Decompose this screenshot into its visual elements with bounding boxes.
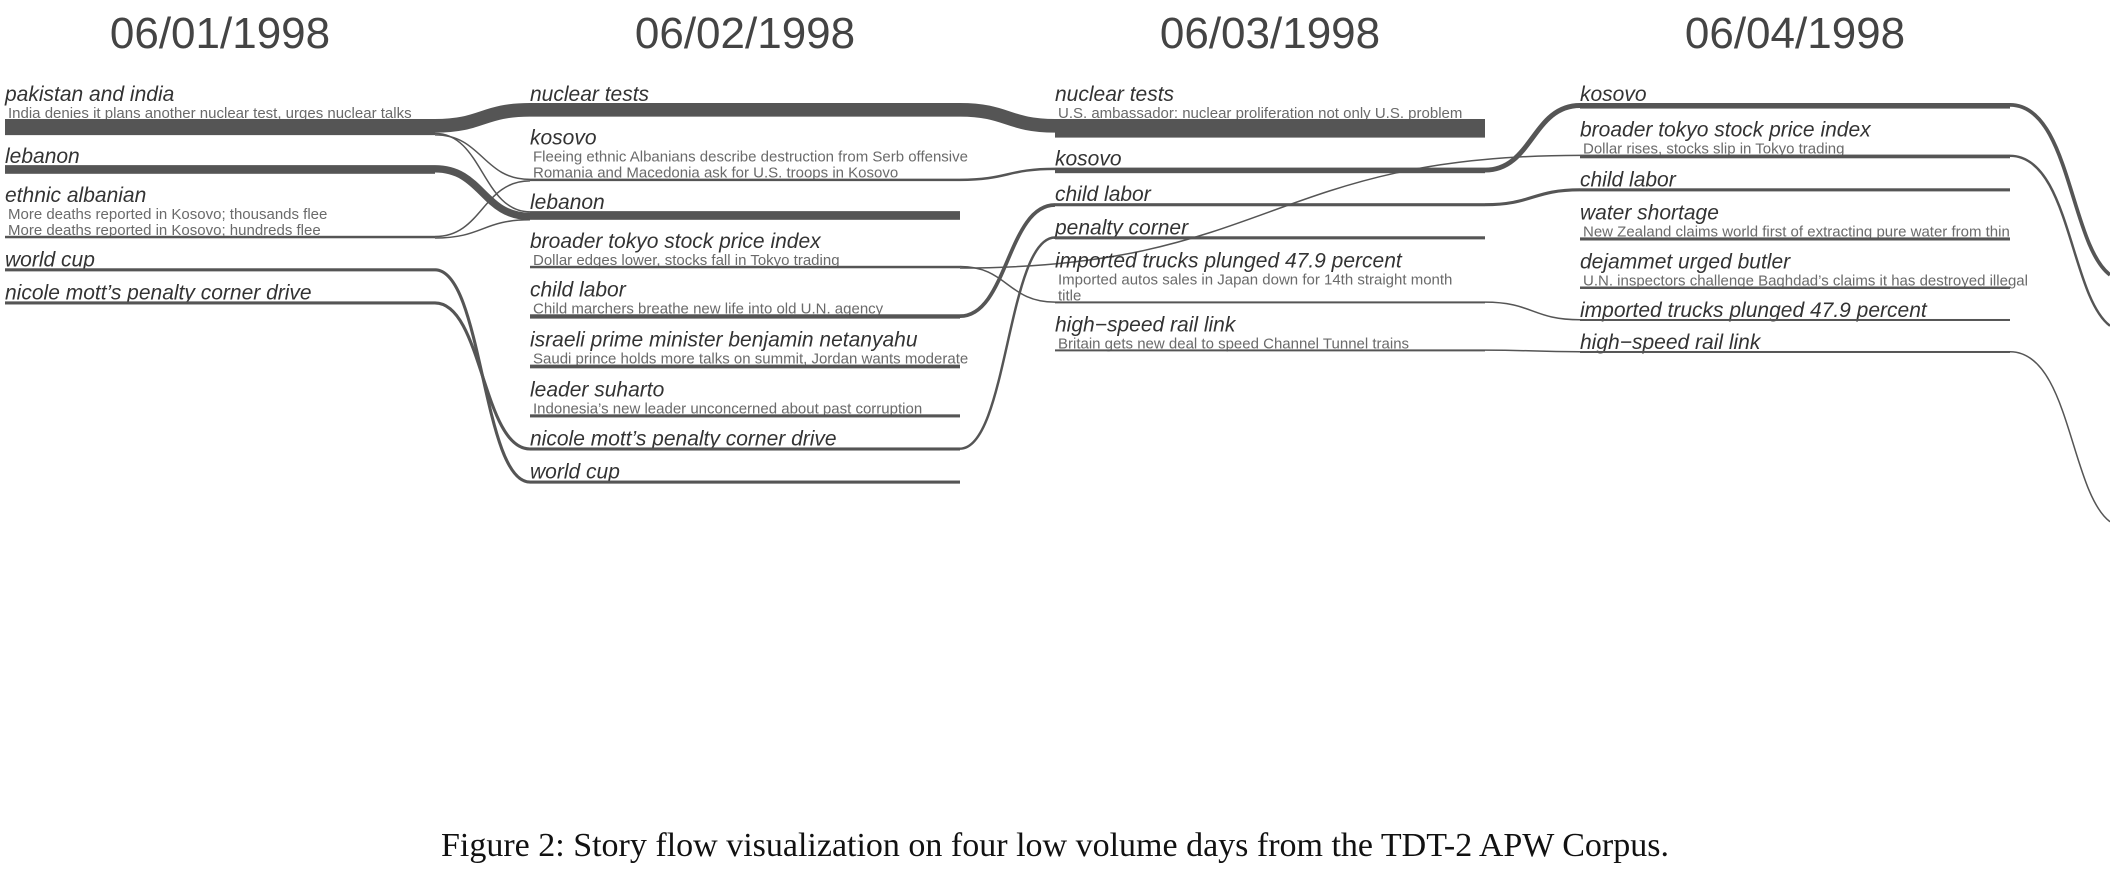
topic-bar — [1580, 154, 2010, 159]
headline-text: Fleeing ethnic Albanians describe destru… — [533, 149, 968, 166]
topic-bar — [5, 119, 435, 136]
headline-text: Child marchers breathe new life into old… — [533, 300, 884, 317]
topic-bar — [1580, 237, 2010, 241]
topic-label: high−speed rail link — [1580, 331, 1762, 354]
topic-label: leader suharto — [530, 378, 665, 401]
headline-text: India denies it plans another nuclear te… — [8, 105, 412, 122]
topic-label: penalty corner — [1054, 216, 1189, 239]
headline-text: Romania and Macedonia ask for U.S. troop… — [533, 165, 898, 182]
topic-bar — [530, 265, 960, 269]
flow-link — [1484, 301, 1581, 321]
flow-link — [959, 167, 1056, 182]
topic-label: lebanon — [530, 191, 605, 214]
topic-label: world cup — [530, 461, 620, 484]
flow-link — [959, 154, 1581, 269]
topic-bar — [1580, 103, 2010, 109]
topic-bar — [1055, 349, 1485, 352]
headline-text: Dollar edges lower, stocks fall in Tokyo… — [533, 252, 840, 269]
date-heading: 06/04/1998 — [1685, 9, 1905, 58]
topic-label: water shortage — [1580, 201, 1719, 224]
headline-text: Indonesia’s new leader unconcerned about… — [533, 400, 922, 417]
topic-bar — [1055, 203, 1485, 207]
topic-label: nuclear tests — [530, 83, 650, 106]
topic-bar — [530, 103, 960, 117]
topic-label: imported trucks plunged 47.9 percent — [1055, 249, 1403, 272]
topic-label: child labor — [1580, 168, 1677, 191]
topic-bar — [530, 364, 960, 369]
topic-label: dejammet urged butler — [1580, 251, 1791, 274]
flow-exit — [2009, 103, 2110, 277]
date-heading: 06/02/1998 — [635, 9, 855, 58]
topic-label: kosovo — [1055, 148, 1122, 171]
flow-exit — [2009, 350, 2110, 523]
topic-label: broader tokyo stock price index — [1580, 119, 1872, 142]
topic-label: nicole mott’s penalty corner drive — [530, 427, 837, 450]
topic-label: kosovo — [530, 127, 597, 150]
topic-bar — [5, 235, 435, 239]
flow-link — [959, 203, 1056, 318]
topic-bar — [1580, 286, 2010, 289]
headline-text: New Zealand claims world first of extrac… — [1583, 223, 2010, 240]
topic-label: ethnic albanian — [5, 184, 146, 207]
flow-links — [434, 103, 2110, 523]
flow-exit — [2009, 154, 2110, 327]
flow-link — [434, 103, 531, 133]
topic-label: broader tokyo stock price index — [530, 230, 822, 253]
flow-link — [434, 165, 531, 221]
headline-text: title — [1058, 287, 1081, 304]
topic-bar — [1055, 119, 1485, 138]
topic-bar — [1055, 236, 1485, 240]
topic-bar — [1580, 350, 2010, 353]
topic-bar — [1580, 318, 2010, 321]
topic-bar — [530, 480, 960, 484]
flow-link — [1484, 103, 1581, 173]
topic-bar — [530, 447, 960, 451]
flow-link — [434, 219, 531, 239]
headline-text: Saudi prince holds more talks on summit,… — [533, 351, 968, 368]
headline-text: Dollar rises, stocks slip in Tokyo tradi… — [1583, 141, 1845, 158]
topic-label: nicole mott’s penalty corner drive — [5, 281, 312, 304]
topic-label: nuclear tests — [1055, 83, 1175, 106]
flow-link — [1484, 188, 1581, 207]
headline-text: U.N. inspectors challenge Baghdad’s clai… — [1583, 273, 2028, 290]
topic-bar — [1055, 301, 1485, 304]
headline-text: Britain gets new deal to speed Channel T… — [1058, 335, 1409, 352]
topic-label: pakistan and india — [4, 83, 174, 106]
topic-bar — [530, 211, 960, 220]
flow-link — [434, 180, 531, 238]
flow-link — [1484, 349, 1581, 353]
topic-bar — [5, 268, 435, 272]
topic-label: kosovo — [1580, 83, 1647, 106]
topic-label: imported trucks plunged 47.9 percent — [1580, 299, 1928, 322]
flow-link — [434, 134, 531, 181]
figure-caption: Figure 2: Story flow visualization on fo… — [441, 827, 1669, 864]
flow-link — [959, 103, 1056, 133]
flow-link — [959, 265, 1056, 303]
topic-label: high−speed rail link — [1055, 313, 1237, 336]
topic-label: israeli prime minister benjamin netanyah… — [530, 329, 918, 352]
flow-link — [434, 301, 531, 451]
flow-link — [959, 236, 1056, 450]
date-heading: 06/03/1998 — [1160, 9, 1380, 58]
topic-bar — [530, 178, 960, 182]
topic-bar — [1055, 167, 1485, 174]
headline-text: More deaths reported in Kosovo; thousand… — [8, 206, 327, 223]
topic-bar — [5, 165, 435, 174]
topic-bar — [530, 414, 960, 418]
topic-label: lebanon — [5, 145, 80, 168]
topic-bar — [1580, 188, 2010, 192]
topic-label: child labor — [1055, 183, 1152, 206]
headline-text: U.S. ambassador: nuclear proliferation n… — [1058, 105, 1462, 122]
topic-bar — [530, 314, 960, 319]
topic-bar — [5, 301, 435, 305]
headline-text: Imported autos sales in Japan down for 1… — [1058, 271, 1452, 288]
topic-label: world cup — [5, 248, 95, 271]
date-heading: 06/01/1998 — [110, 9, 330, 58]
topic-label: child labor — [530, 278, 627, 301]
headline-text: More deaths reported in Kosovo; hundreds… — [8, 222, 321, 239]
